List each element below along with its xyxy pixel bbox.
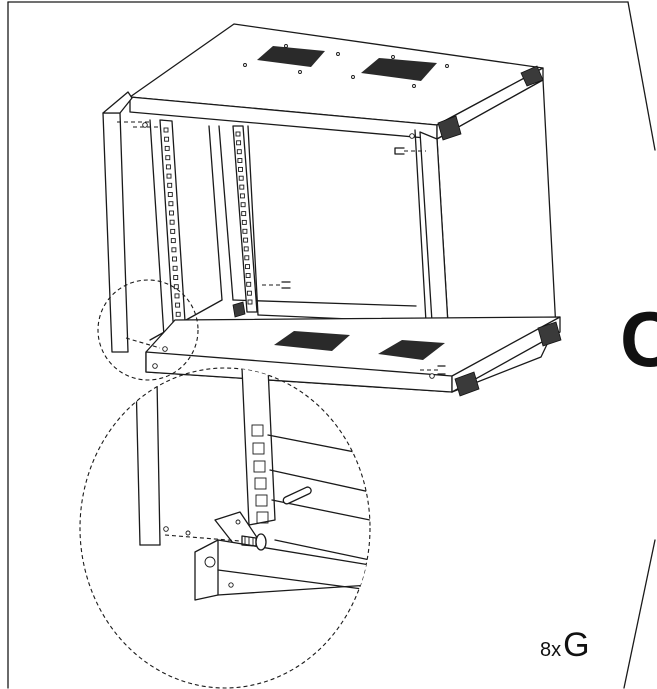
rail-hole	[172, 256, 177, 262]
frame-right-slant-top	[627, 1, 656, 151]
rail-hole	[170, 228, 176, 234]
left-rear-post	[102, 112, 129, 353]
rail-hole	[166, 173, 172, 179]
top-fan-vent-right	[361, 58, 437, 81]
rail-hole	[241, 211, 247, 217]
left-rear-post-top	[102, 91, 133, 114]
rail-hole	[175, 302, 181, 308]
rail-hole	[163, 127, 169, 133]
rail-hole	[246, 281, 252, 287]
part-letter: G	[563, 626, 590, 664]
rail-hole	[247, 299, 253, 305]
rail-hole	[238, 166, 243, 172]
detail-slot	[282, 486, 312, 505]
rail-hole	[169, 210, 174, 216]
magnified-detail	[79, 367, 371, 689]
screw-mid-rail	[262, 281, 291, 289]
bottom-front-foot	[454, 371, 480, 397]
rail-hole	[164, 145, 170, 151]
screw-bottom-right	[420, 365, 446, 375]
frame-right-slant-bottom	[623, 539, 656, 689]
rail-hole	[169, 219, 175, 225]
rail-hole	[238, 175, 244, 181]
rail-hole	[237, 158, 243, 163]
rail-hole	[246, 290, 252, 296]
rail-hole	[167, 192, 173, 197]
rail-hole	[245, 264, 250, 270]
rail-hole	[241, 219, 247, 225]
rail-hole	[244, 255, 250, 261]
rail-hole	[243, 246, 249, 252]
page-frame	[7, 1, 656, 689]
detail-circle	[79, 367, 371, 689]
bottom-fan-vent-right	[378, 340, 445, 360]
rail-hole	[175, 311, 181, 317]
bottom-fan-vent-left	[274, 331, 350, 351]
rail-hole	[236, 140, 242, 146]
rail-hole	[173, 284, 179, 290]
rail-hole	[170, 238, 176, 244]
rail-hole	[164, 136, 170, 142]
left-front-post	[149, 119, 166, 353]
rail-hole	[245, 273, 251, 278]
step-letter: C	[620, 295, 657, 383]
rear-mounting-rail	[232, 125, 258, 313]
top-fan-vent-left	[257, 46, 325, 67]
detail-callout-circle	[97, 279, 199, 381]
top-rear-corner-pad	[520, 65, 544, 87]
rack-cabinet	[102, 23, 562, 397]
rail-hole	[239, 184, 245, 190]
screw-top-right	[394, 147, 426, 155]
rail-hole	[167, 182, 173, 188]
rail-hole	[171, 247, 177, 253]
part-quantity-count: 8x	[540, 639, 562, 661]
rail-hole	[165, 164, 171, 170]
rail-hole	[239, 193, 245, 199]
rail-hole	[240, 202, 246, 208]
detail-rail-holes	[251, 424, 269, 524]
front-mounting-rail	[159, 119, 188, 353]
rear-post-align-line-bottom	[125, 337, 161, 349]
bottom-rear-foot	[537, 321, 562, 347]
detail-mounting-rail	[241, 368, 276, 526]
rail-hole	[174, 293, 180, 299]
detail-plinth-hole	[204, 556, 216, 568]
top-front-corner-pad	[437, 115, 462, 141]
bottom-side-edge	[451, 316, 561, 393]
rail-hole	[243, 237, 249, 243]
rail-hole	[235, 131, 241, 137]
rail-hole	[242, 228, 248, 234]
rail-hole	[172, 265, 178, 271]
rail-hole	[168, 201, 174, 207]
detail-screw	[164, 533, 267, 551]
rail-hole	[236, 149, 242, 155]
rail-hole	[173, 275, 179, 280]
rail-hole	[165, 155, 171, 161]
part-quantity-label: 8xG	[540, 628, 590, 662]
